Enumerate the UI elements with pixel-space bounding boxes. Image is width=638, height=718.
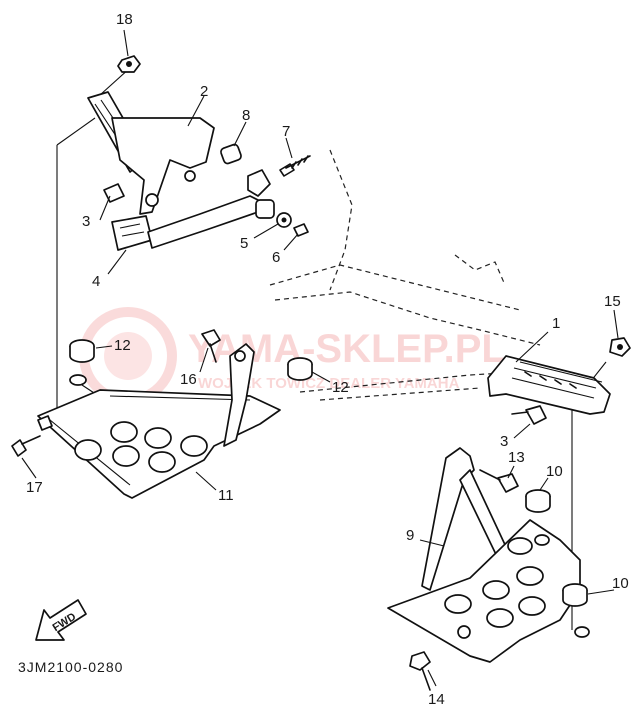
footrest-peg-right	[487, 337, 631, 415]
bolts-right	[479, 405, 547, 493]
callout-16: 16	[180, 371, 197, 388]
callout-labels: 18 2 8 7 3 4 5 6 12 16 12 1 15 3 11 17 1…	[26, 11, 629, 708]
callout-17: 17	[26, 479, 43, 496]
callout-14: 14	[428, 691, 445, 708]
callout-leaders	[21, 29, 619, 687]
callout-4: 4	[92, 273, 100, 290]
watermark-sub-text: WOJTEK TOWICZ DEALER YAMAHA	[198, 375, 460, 392]
callout-9: 9	[406, 527, 414, 544]
callout-10-lower: 10	[612, 575, 629, 592]
callout-15: 15	[604, 293, 621, 310]
callout-11: 11	[218, 487, 234, 504]
callout-6: 6	[272, 249, 280, 266]
callout-12-left: 12	[114, 337, 131, 354]
watermark: YAMA-SKLEP.PL WOJTEK TOWICZ DEALER YAMAH…	[79, 307, 506, 405]
fwd-arrow-icon: FWD	[35, 599, 87, 641]
callout-7: 7	[282, 123, 290, 140]
rubber-dampers-left	[11, 329, 313, 457]
callout-2: 2	[200, 83, 208, 100]
callout-5: 5	[240, 235, 248, 252]
callout-3-right: 3	[500, 433, 508, 450]
footrest-plate-left	[37, 343, 281, 499]
frame-outline	[269, 149, 541, 401]
callout-10-upper: 10	[546, 463, 563, 480]
small-hardware	[103, 143, 311, 237]
callout-13: 13	[508, 449, 525, 466]
rubber-dampers-right	[409, 489, 590, 691]
callout-18: 18	[116, 11, 133, 28]
footrest-bracket-left	[87, 91, 215, 215]
footrest-bracket-right	[387, 447, 581, 663]
nut-18	[117, 55, 141, 73]
diagram-code: 3JM2100-0280	[18, 659, 123, 675]
callout-8: 8	[242, 107, 250, 124]
callout-1: 1	[552, 315, 560, 332]
brake-pedal	[111, 169, 271, 251]
callout-3-left: 3	[82, 213, 90, 230]
callout-12-right: 12	[332, 379, 349, 396]
